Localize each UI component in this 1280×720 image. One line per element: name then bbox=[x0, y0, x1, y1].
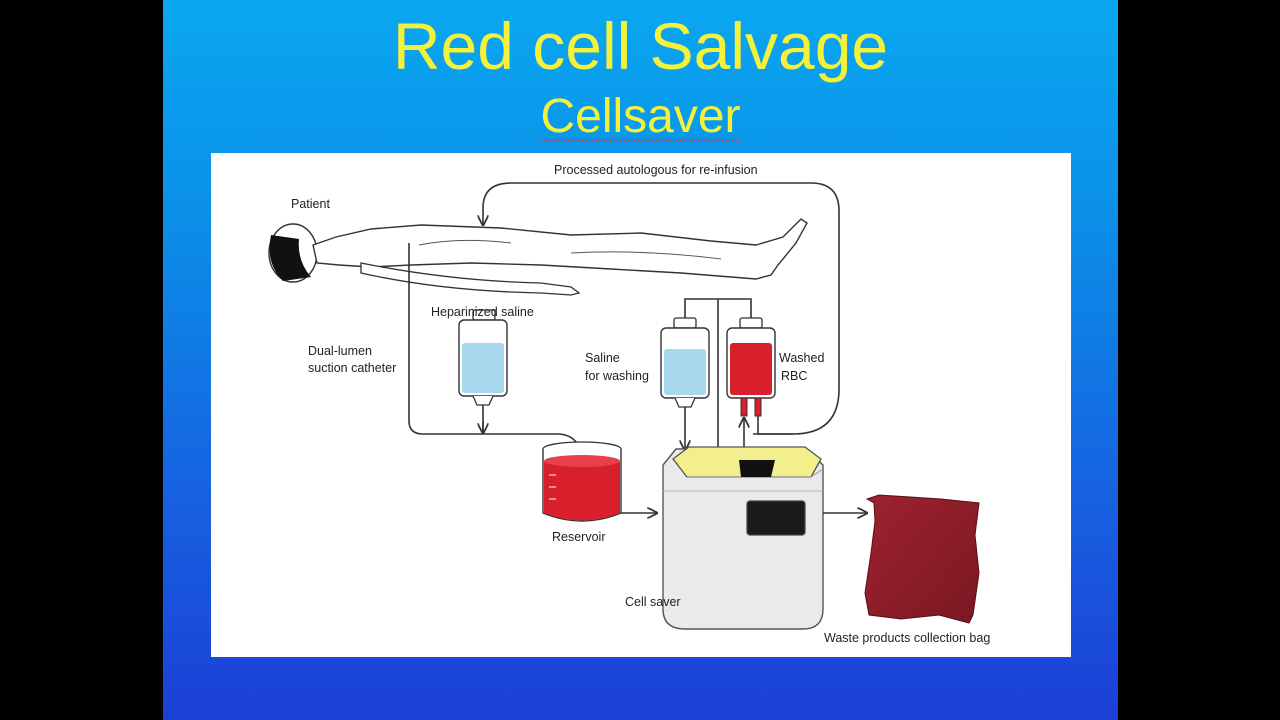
waste-collection-bag bbox=[864, 494, 980, 624]
washing-saline-fluid bbox=[664, 349, 706, 395]
washing-saline-bag bbox=[660, 317, 710, 450]
label-reinfusion: Processed autologous for re-infusion bbox=[554, 163, 758, 177]
diagram-canvas: Processed autologous for re-infusion Pat… bbox=[268, 163, 990, 645]
subtitle-text: Cellsaver bbox=[540, 90, 741, 143]
label-saline-line1: Saline bbox=[585, 351, 620, 365]
label-cell-saver: Cell saver bbox=[625, 595, 681, 609]
label-reservoir: Reservoir bbox=[552, 530, 606, 544]
machine-screen bbox=[746, 500, 806, 536]
saline-fluid bbox=[462, 343, 504, 393]
slide-title: Red cell Salvage bbox=[392, 9, 889, 83]
slide: Red cell Salvage Cellsaver bbox=[163, 0, 1118, 720]
slide-subtitle: Cellsaver bbox=[163, 88, 1118, 146]
label-patient: Patient bbox=[291, 197, 330, 211]
heparinized-saline-bag bbox=[458, 309, 508, 434]
label-catheter-line1: Dual-lumen bbox=[308, 344, 372, 358]
cell-salvage-diagram: Processed autologous for re-infusion Pat… bbox=[211, 153, 1071, 657]
cell-saver-machine bbox=[662, 446, 824, 630]
label-heparinized-saline: Heparinized saline bbox=[431, 305, 534, 319]
machine-lid-window bbox=[739, 460, 775, 477]
manifold-lines bbox=[684, 298, 752, 453]
washed-rbc-fluid bbox=[730, 343, 772, 395]
label-saline-line2: for washing bbox=[585, 369, 649, 383]
reservoir bbox=[542, 441, 622, 522]
label-waste-bag: Waste products collection bag bbox=[824, 631, 990, 645]
label-catheter-line2: suction catheter bbox=[308, 361, 396, 375]
label-washed-line1: Washed bbox=[779, 351, 824, 365]
washed-rbc-bag bbox=[726, 317, 793, 449]
label-washed-line2: RBC bbox=[781, 369, 807, 383]
reinfusion-line bbox=[483, 182, 840, 435]
patient-figure bbox=[268, 218, 808, 296]
